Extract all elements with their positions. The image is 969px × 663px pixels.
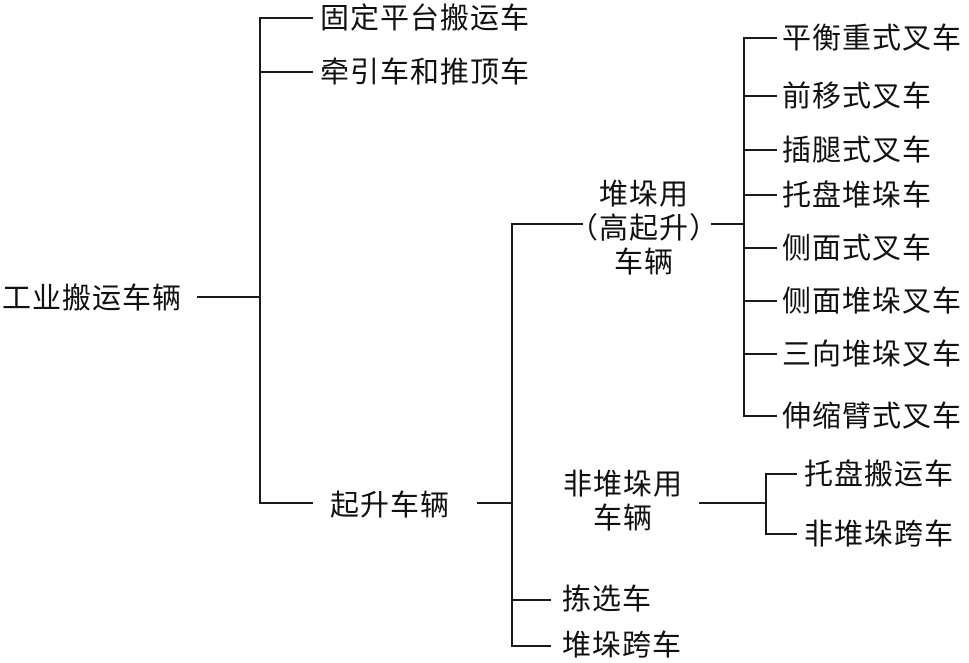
- node-counterbalance-forklift: 平衡重式叉车: [782, 21, 963, 55]
- node-three-way-forklift: 三向堆垛叉车: [782, 337, 963, 371]
- node-tractor-pusher: 牵引车和推顶车: [320, 55, 531, 89]
- node-non-stacking-line-2: 车辆: [592, 501, 653, 535]
- node-pallet-truck: 托盘搬运车: [804, 457, 955, 491]
- node-non-stacking-vehicles: 非堆垛用 车辆: [550, 467, 696, 535]
- node-non-stacking-line-1: 非堆垛用: [562, 467, 683, 501]
- node-order-picker: 拣选车: [562, 582, 653, 616]
- node-pallet-stacker: 托盘堆垛车: [782, 178, 933, 212]
- node-side-stacking-forklift: 侧面堆垛叉车: [782, 284, 963, 318]
- node-fixed-platform-truck: 固定平台搬运车: [320, 1, 531, 35]
- node-lifting-vehicles: 起升车辆: [330, 488, 451, 522]
- node-stacking-line-2: （高起升）: [568, 211, 719, 245]
- node-reach-truck: 前移式叉车: [782, 79, 933, 113]
- node-telescopic-forklift: 伸缩臂式叉车: [782, 399, 963, 433]
- node-straddle-stacker: 堆垛跨车: [562, 628, 683, 662]
- node-straddle-forklift: 插腿式叉车: [782, 133, 933, 167]
- node-side-forklift: 侧面式叉车: [782, 231, 933, 265]
- node-stacking-vehicles: 堆垛用 （高起升） 车辆: [566, 177, 722, 279]
- node-non-stacking-straddle: 非堆垛跨车: [804, 517, 955, 551]
- node-stacking-line-3: 车辆: [613, 245, 674, 279]
- node-stacking-line-1: 堆垛用: [598, 177, 689, 211]
- root-node-label: 工业搬运车辆: [2, 281, 183, 315]
